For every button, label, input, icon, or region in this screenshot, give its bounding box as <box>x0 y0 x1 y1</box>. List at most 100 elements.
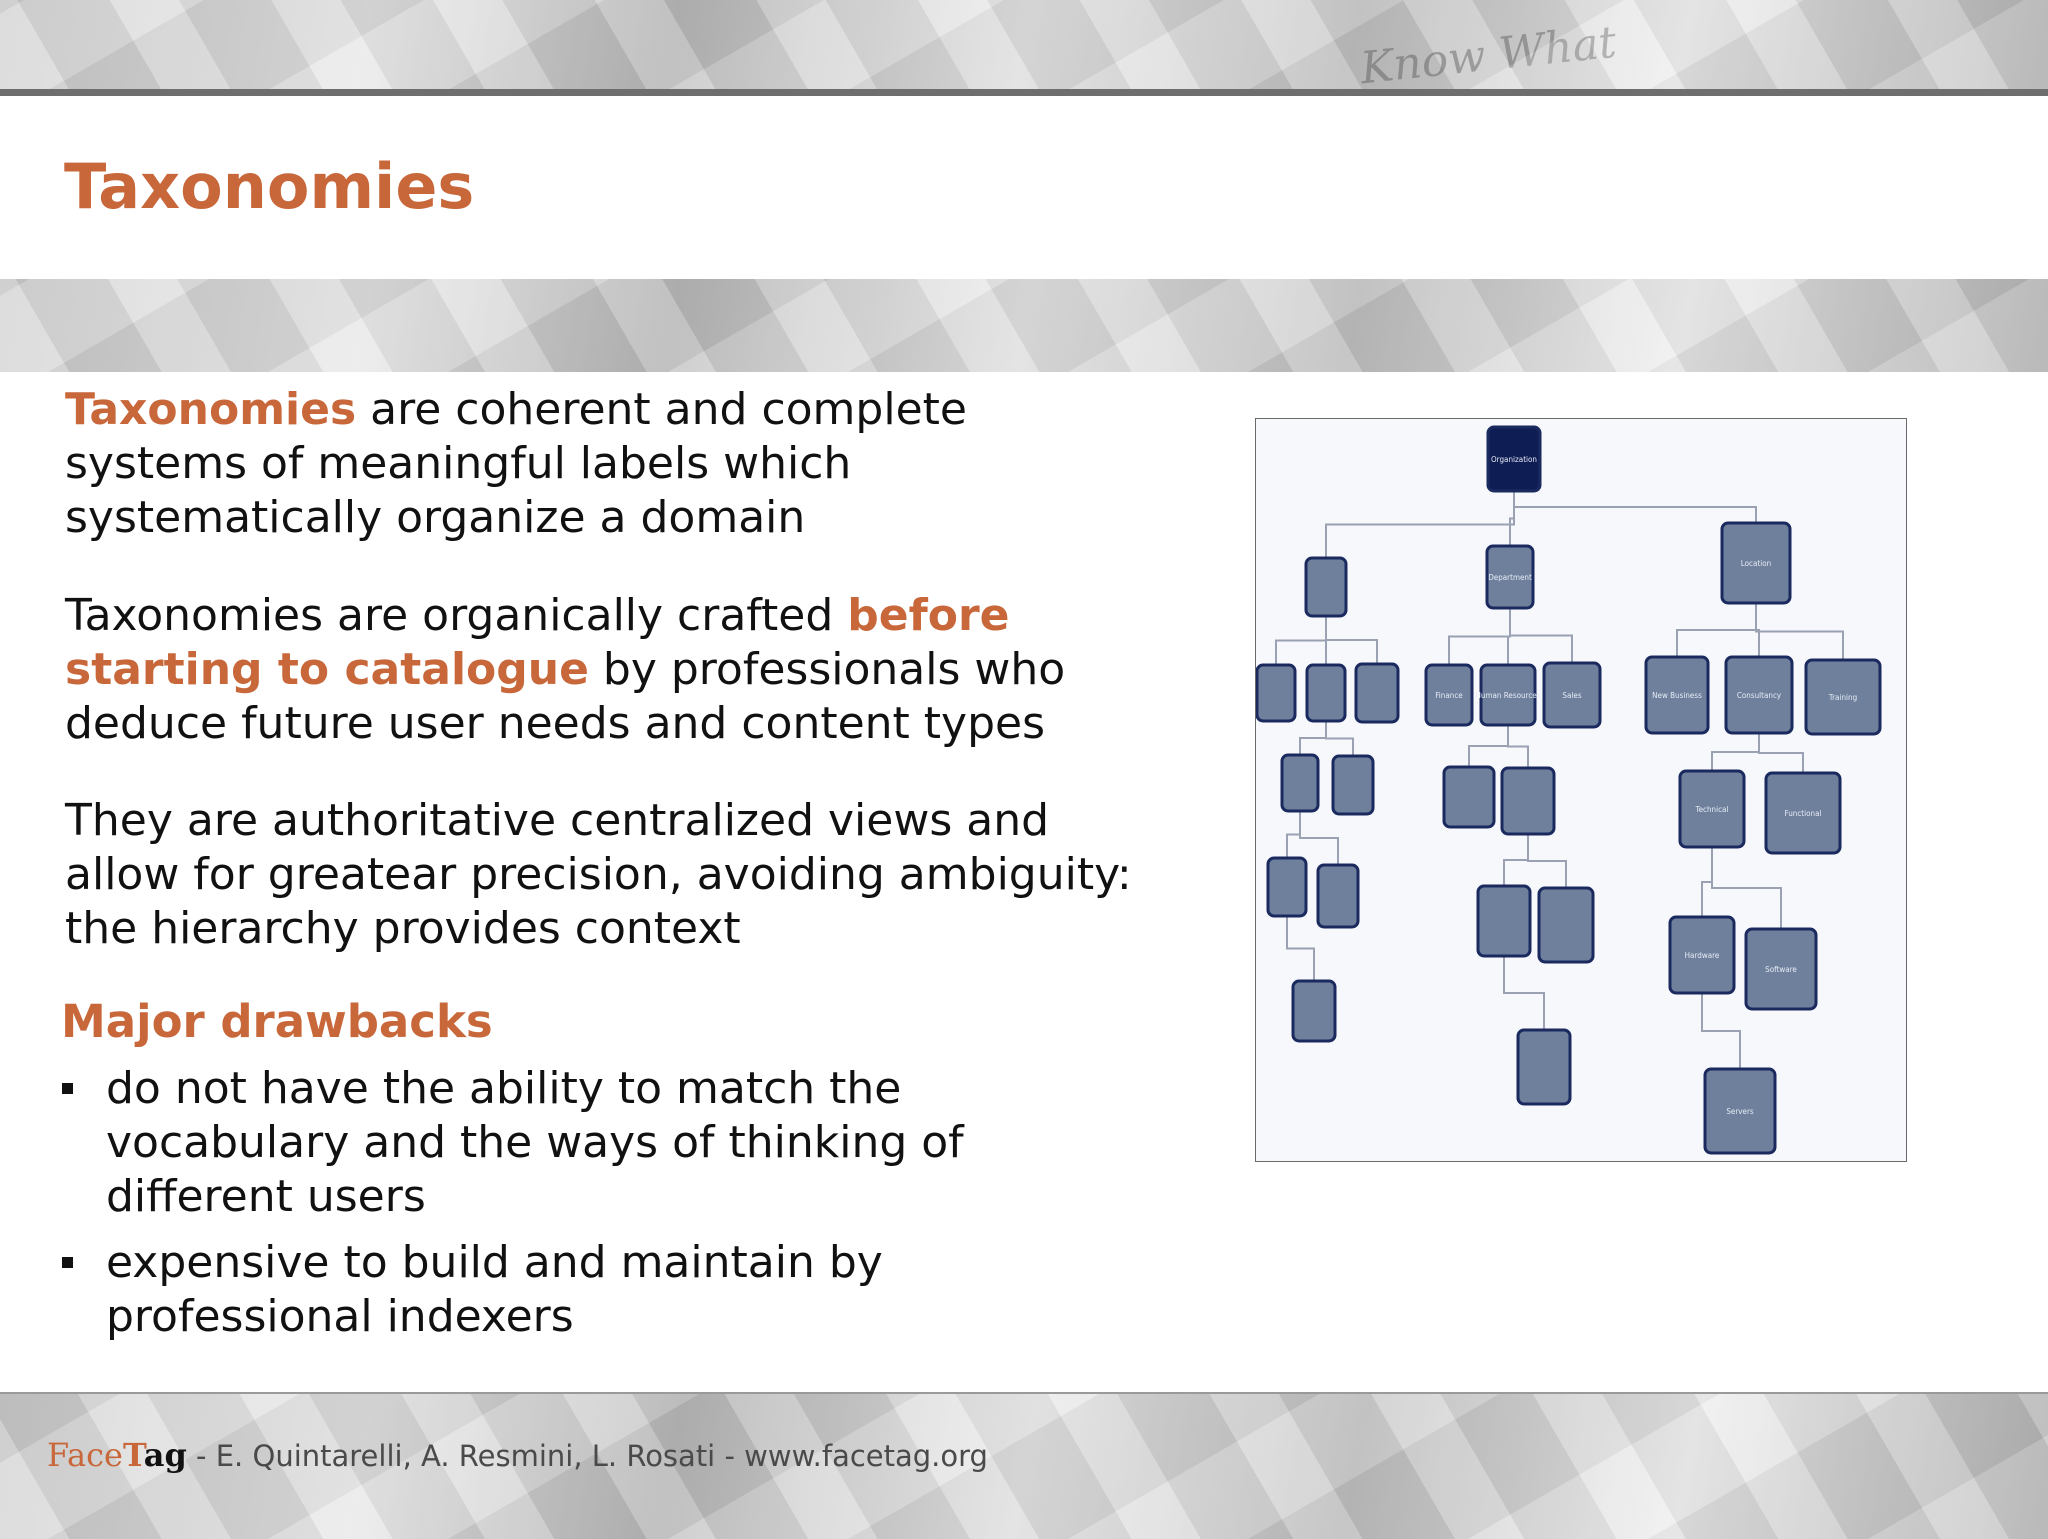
tree-node <box>1644 655 1710 735</box>
footer-text: - E. Quintarelli, A. Resmini, L. Rosati … <box>186 1439 988 1473</box>
tree-node-label: Human Resources <box>1476 691 1541 700</box>
highlight-phrase: starting to catalogue <box>65 644 589 695</box>
tree-node-label: Servers <box>1726 1107 1754 1116</box>
tree-node-label: Consultancy <box>1737 691 1782 700</box>
tree-node <box>1304 556 1348 618</box>
tree-node <box>1720 521 1792 605</box>
tree-node-label: Hardware <box>1685 951 1720 960</box>
tree-node <box>1266 856 1308 918</box>
bullet-marker <box>62 1083 73 1094</box>
paragraph-definition: Taxonomies are coherent and complete sys… <box>65 383 967 545</box>
tree-connector <box>1299 811 1339 865</box>
header-texture-band: Know What <box>0 0 2048 90</box>
tree-connector <box>1711 733 1760 771</box>
tree-connector <box>1275 616 1327 665</box>
tree-connector <box>1507 725 1529 768</box>
tree-node <box>1442 765 1496 829</box>
facetag-logo: FaceTag <box>47 1436 187 1474</box>
tree-node <box>1305 663 1347 723</box>
text-fragment: They are authoritative centralized views… <box>65 795 1050 846</box>
drawbacks-heading: Major drawbacks <box>61 995 493 1048</box>
tree-node <box>1424 663 1474 727</box>
bullet-marker <box>62 1257 73 1268</box>
tree-node-label: Training <box>1828 693 1857 702</box>
tree-node <box>1316 863 1360 929</box>
tree-connector <box>1325 616 1378 664</box>
tree-node <box>1724 655 1794 735</box>
tree-node <box>1485 544 1535 610</box>
tree-node-label: Software <box>1765 965 1797 974</box>
page-title: Taxonomies <box>64 150 475 223</box>
background-scribble: Know What <box>1358 16 1619 90</box>
tree-connector <box>1503 834 1529 886</box>
tree-node-label: Technical <box>1695 805 1729 814</box>
tree-node <box>1764 771 1842 855</box>
tree-node <box>1331 754 1375 816</box>
text-fragment: Taxonomies are organically crafted <box>65 590 848 641</box>
tree-connector <box>1299 721 1327 755</box>
tree-node <box>1668 915 1736 995</box>
paragraph-authority: They are authoritative centralized views… <box>65 794 1215 956</box>
tree-node <box>1476 884 1532 958</box>
tree-connector <box>1513 491 1757 523</box>
footer-texture-band <box>0 1394 2048 1539</box>
tree-node <box>1479 663 1537 727</box>
highlight-phrase: before <box>847 590 1010 641</box>
tree-connector <box>1468 725 1509 767</box>
tree-connector <box>1755 603 1844 660</box>
title-texture-band <box>0 279 2048 372</box>
text-fragment: expensive to build and maintain by <box>106 1237 883 1288</box>
tree-node <box>1804 658 1882 736</box>
tree-node <box>1744 927 1818 1011</box>
tree-connector <box>1509 608 1573 663</box>
footer-divider <box>0 1392 2048 1395</box>
tree-connector <box>1758 733 1804 773</box>
header-divider <box>0 89 2048 96</box>
tree-connector <box>1286 811 1301 858</box>
text-fragment: systematically organize a domain <box>65 492 806 543</box>
text-fragment: deduce future user needs and content typ… <box>65 698 1046 749</box>
tree-connector <box>1676 603 1757 657</box>
text-fragment: do not have the ability to match the <box>106 1063 902 1114</box>
tree-node <box>1537 886 1595 964</box>
tree-node-label: Organization <box>1491 455 1537 464</box>
text-fragment: the hierarchy provides context <box>65 903 741 954</box>
tree-node <box>1542 661 1602 729</box>
bullet-item: expensive to build and maintain by profe… <box>62 1236 883 1344</box>
tree-connector <box>1325 491 1515 558</box>
tree-node-label: Location <box>1741 559 1771 568</box>
tree-connector <box>1325 721 1354 756</box>
tree-node-label: New Business <box>1652 691 1702 700</box>
highlight-term: Taxonomies <box>65 384 357 435</box>
tree-connector <box>1503 956 1545 1030</box>
tree-node-label: Finance <box>1435 691 1463 700</box>
tree-connector <box>1286 916 1315 981</box>
footer-credits: FaceTag - E. Quintarelli, A. Resmini, L.… <box>47 1436 988 1474</box>
text-fragment: vocabulary and the ways of thinking of <box>106 1117 964 1168</box>
tree-node-label: Sales <box>1562 691 1581 700</box>
text-fragment: different users <box>106 1171 426 1222</box>
tree-node <box>1256 663 1297 723</box>
tree-connector <box>1711 847 1782 929</box>
tree-node <box>1280 753 1320 813</box>
tree-connector <box>1701 993 1741 1069</box>
tree-connector <box>1448 608 1511 665</box>
tree-connector <box>1527 834 1567 888</box>
tree-node <box>1516 1028 1572 1106</box>
tree-node <box>1678 769 1746 849</box>
tree-node-label: Department <box>1488 573 1532 582</box>
tree-node <box>1354 662 1400 724</box>
tree-node <box>1703 1067 1777 1155</box>
text-fragment: allow for greatear precision, avoiding a… <box>65 849 1132 900</box>
text-fragment: professional indexers <box>106 1291 574 1342</box>
text-fragment: are coherent and complete <box>356 384 967 435</box>
tree-node <box>1291 979 1337 1043</box>
tree-node-label: Functional <box>1785 809 1822 818</box>
bullet-item: do not have the ability to match the voc… <box>62 1062 964 1224</box>
tree-connector <box>1701 847 1713 917</box>
tree-root-node <box>1486 425 1542 493</box>
tree-node <box>1500 766 1556 836</box>
paragraph-crafting: Taxonomies are organically crafted befor… <box>65 589 1065 751</box>
